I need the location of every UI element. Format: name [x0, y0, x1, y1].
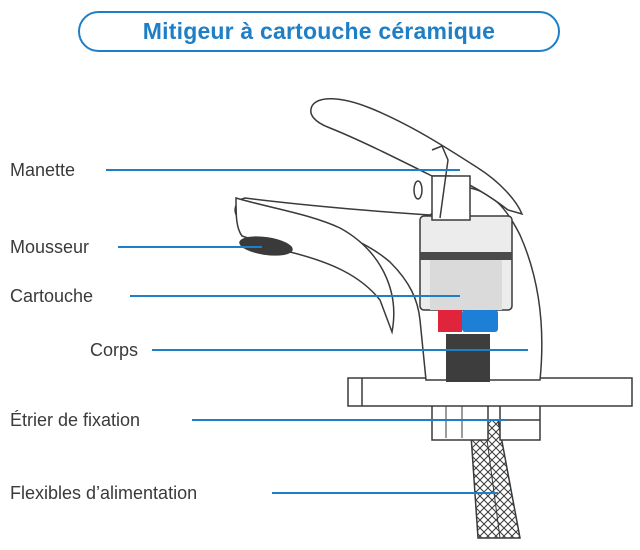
spout	[235, 196, 395, 335]
countertop	[347, 377, 633, 407]
cartridge	[419, 215, 513, 332]
label-flexibles: Flexibles d’alimentation	[10, 483, 198, 503]
hot-water-port	[438, 310, 462, 332]
aerator	[239, 236, 293, 256]
label-etrier: Étrier de fixation	[10, 410, 141, 430]
label-manette: Manette	[10, 160, 76, 180]
leader-lines	[106, 169, 528, 494]
cold-water-port	[462, 310, 498, 332]
mounting-bracket	[431, 403, 541, 441]
label-cartouche: Cartouche	[10, 286, 94, 306]
inner-pipe	[446, 334, 490, 382]
diagram-title: Mitigeur à cartouche céramique	[78, 11, 560, 52]
label-corps: Corps	[90, 340, 139, 360]
handle-lever	[310, 98, 524, 216]
label-mousseur: Mousseur	[10, 237, 90, 257]
